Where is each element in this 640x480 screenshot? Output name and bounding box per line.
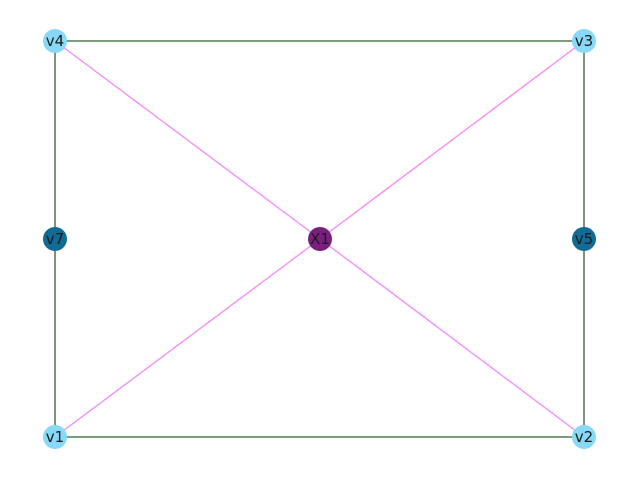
edge-v3-x1 bbox=[319, 40, 585, 240]
node-label-v1: v1 bbox=[46, 428, 64, 446]
node-x1: X1 bbox=[308, 227, 332, 251]
node-v3: v3 bbox=[572, 29, 596, 53]
node-v5: v5 bbox=[572, 227, 596, 251]
node-circle-v3 bbox=[572, 29, 596, 53]
edge-v4-x1 bbox=[54, 40, 321, 240]
node-label-v2: v2 bbox=[575, 428, 593, 446]
node-label-v4: v4 bbox=[46, 32, 64, 50]
node-v1: v1 bbox=[43, 425, 67, 449]
node-circle-v1 bbox=[43, 425, 67, 449]
node-circle-v7 bbox=[43, 227, 67, 251]
node-circle-v2 bbox=[572, 425, 596, 449]
node-v4: v4 bbox=[43, 29, 67, 53]
edge-x1-v1 bbox=[54, 238, 321, 438]
node-label-v5: v5 bbox=[575, 230, 593, 248]
node-label-v7: v7 bbox=[46, 230, 64, 248]
node-circle-v5 bbox=[572, 227, 596, 251]
node-v7: v7 bbox=[43, 227, 67, 251]
node-v2: v2 bbox=[572, 425, 596, 449]
nodes-layer: v4 v3 v7 X1 v5 v1 v2 bbox=[43, 29, 596, 449]
edges-layer bbox=[54, 40, 585, 438]
node-circle-v4 bbox=[43, 29, 67, 53]
node-label-x1: X1 bbox=[310, 230, 330, 248]
node-circle-x1 bbox=[308, 227, 332, 251]
node-label-v3: v3 bbox=[575, 32, 593, 50]
edge-x1-v2 bbox=[319, 238, 585, 438]
